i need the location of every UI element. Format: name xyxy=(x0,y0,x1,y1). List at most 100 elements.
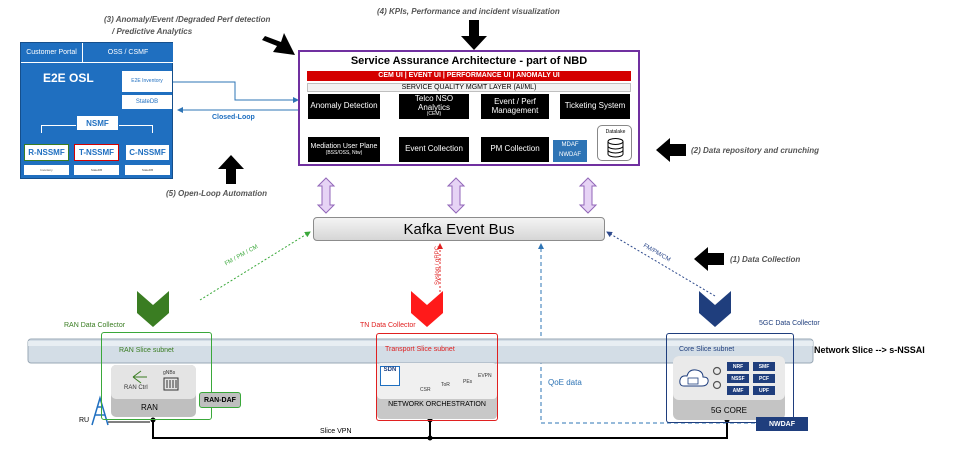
gnbs-icon xyxy=(163,377,179,391)
double-arrow-mid xyxy=(446,177,466,214)
t-nssmf-box: T-NSSMF xyxy=(74,144,119,161)
datalake-box: Datalake xyxy=(597,125,632,161)
tor-label: ToR xyxy=(441,382,450,388)
double-arrow-left xyxy=(316,177,336,214)
database-icon xyxy=(607,138,624,158)
r-nssmf-box: R-NSSMF xyxy=(24,144,69,161)
caption-1: (1) Data Collection xyxy=(730,255,801,264)
caption-3: (3) Anomaly/Event /Degraded Perf detecti… xyxy=(104,15,271,24)
sdn-box: SDN xyxy=(380,366,400,386)
nbd-title: Service Assurance Architecture - part of… xyxy=(350,55,588,67)
customer-portal-header: Customer Portal xyxy=(21,43,83,63)
mdaf-nwdaf-box: MDAF NWDAF xyxy=(553,140,587,162)
telco-nso-box: Telco NSO Analytics (CEM) xyxy=(399,94,469,119)
5g-core-label: 5G CORE xyxy=(710,406,747,415)
ru-label: RU xyxy=(79,417,90,424)
black-arrow-1 xyxy=(694,247,724,271)
mediation-label: Mediation User Plane xyxy=(310,143,378,151)
slice-vpn-line xyxy=(152,420,728,439)
network-slice-label: Network Slice --> s-NSSAI xyxy=(814,345,925,355)
ui-bar: CEM UI | EVENT UI | PERFORMANCE UI | ANO… xyxy=(307,71,631,81)
c-nssmf-box: C-NSSMF xyxy=(125,144,170,161)
tn-chevron-icon xyxy=(411,291,443,327)
ru-antenna-icon xyxy=(91,395,109,426)
pcf-box: PCF xyxy=(753,374,775,383)
ran-ctrl-icon xyxy=(132,370,147,384)
r-inventory-box: Inventory xyxy=(24,165,69,175)
ran-to-kafka-line xyxy=(199,231,311,301)
syslog-label: Syslog / gRPC xyxy=(435,245,441,285)
transport-subnet-label: Transport Slice subnet xyxy=(385,346,455,353)
anomaly-detection-box: Anomaly Detection xyxy=(308,94,380,119)
black-arrow-5 xyxy=(218,155,244,184)
black-arrow-2 xyxy=(656,138,686,162)
t-statedb-box: StateDB xyxy=(74,165,119,175)
event-perf-box: Event / Perf Management xyxy=(481,94,549,119)
osl-title: E2E OSL xyxy=(43,71,94,85)
core-to-kafka-line xyxy=(606,231,716,297)
black-arrow-4 xyxy=(461,20,487,50)
telco-nso-sub: (CEM) xyxy=(426,111,442,118)
core-chevron-icon xyxy=(699,291,731,327)
qoe-line xyxy=(538,243,755,424)
ran-daf-box: RAN-DAF xyxy=(199,392,241,408)
osl-to-nbd-line xyxy=(170,81,299,103)
caption-5: (5) Open-Loop Automation xyxy=(166,189,268,198)
nsmf-box: NSMF xyxy=(76,115,119,131)
mediation-box: Mediation User Plane (BSS/OSS, Ntw) xyxy=(308,137,380,162)
sdn-label: SDN xyxy=(383,367,397,373)
nwdaf-label: NWDAF xyxy=(559,152,581,158)
mediation-sub: (BSS/OSS, Ntw) xyxy=(325,149,363,156)
upf-box: UPF xyxy=(753,386,775,395)
caption-3b: / Predictive Analytics xyxy=(112,27,193,36)
csr-label: CSR xyxy=(420,387,431,393)
core-collector-label: 5GC Data Collector xyxy=(759,320,820,327)
core-block: NRF SMF NSSF PCF AMF UPF 5G CORE xyxy=(673,356,785,420)
caption-2: (2) Data repository and crunching xyxy=(691,146,820,155)
datalake-label: Datalake xyxy=(605,129,626,135)
black-arrow-3 xyxy=(262,33,295,55)
smf-box: SMF xyxy=(753,362,775,371)
core-subnet-label: Core Slice subnet xyxy=(679,346,735,353)
telco-nso-label: Telco NSO Analytics xyxy=(414,94,454,112)
tn-collector-label: TN Data Collector xyxy=(360,322,416,329)
amf-box: AMF xyxy=(727,386,749,395)
nbd-panel: Service Assurance Architecture - part of… xyxy=(298,50,640,166)
nssf-box: NSSF xyxy=(727,374,749,383)
kafka-event-bus: Kafka Event Bus xyxy=(313,217,605,241)
mdaf-label: MDAF xyxy=(561,142,579,148)
ran-ctrl-label: RAN Ctrl xyxy=(124,385,148,391)
gnbs-label: gNBs xyxy=(163,370,176,376)
double-arrow-right xyxy=(578,177,598,214)
service-quality-layer: SERVICE QUALITY MGMT LAYER (AI/ML) xyxy=(307,83,631,92)
ran-slice-subnet: RAN Slice subnet xyxy=(101,332,212,420)
slice-vpn-label: Slice VPN xyxy=(320,428,352,435)
qoe-data-label: QoE data xyxy=(548,378,582,387)
transport-slice-subnet: Transport Slice subnet xyxy=(376,333,498,421)
core-slice-subnet: Core Slice subnet xyxy=(666,333,794,423)
pe-label: PEs xyxy=(463,379,473,385)
gear-icon xyxy=(712,366,722,390)
nwdaf-box: NWDAF xyxy=(756,417,808,431)
e2e-osl-panel: Customer Portal OSS / CSMF E2E OSL E2E I… xyxy=(20,42,173,179)
ran-chevron-icon xyxy=(137,291,169,327)
ran-label: RAN xyxy=(141,403,158,412)
pm-collection-box: PM Collection xyxy=(481,137,549,162)
ran-block: RAN Ctrl gNBs RAN xyxy=(111,365,196,417)
ran-subnet-label: RAN Slice subnet xyxy=(119,347,174,354)
caption-4: (4) KPIs, Performance and incident visua… xyxy=(377,7,560,16)
oss-csmf-header: OSS / CSMF xyxy=(83,43,173,63)
ran-collector-label: RAN Data Collector xyxy=(64,322,126,329)
cloud-icon xyxy=(679,369,709,387)
ticketing-box: Ticketing System xyxy=(560,94,630,119)
event-collection-box: Event Collection xyxy=(399,137,469,162)
closed-loop-label: Closed-Loop xyxy=(212,114,255,121)
network-orchestration-label: NETWORK ORCHESTRATION xyxy=(388,401,486,408)
nrf-box: NRF xyxy=(727,362,749,371)
evpn-label: EVPN xyxy=(478,373,492,379)
transport-block: SDN CSR ToR PEs EVPN NETWORK ORCHESTRATI… xyxy=(377,363,497,419)
e2e-inventory-box: E2E Inventory xyxy=(122,71,172,92)
c-statedb-box: StateDB xyxy=(125,165,170,175)
statedb-box: StateDB xyxy=(122,95,172,109)
